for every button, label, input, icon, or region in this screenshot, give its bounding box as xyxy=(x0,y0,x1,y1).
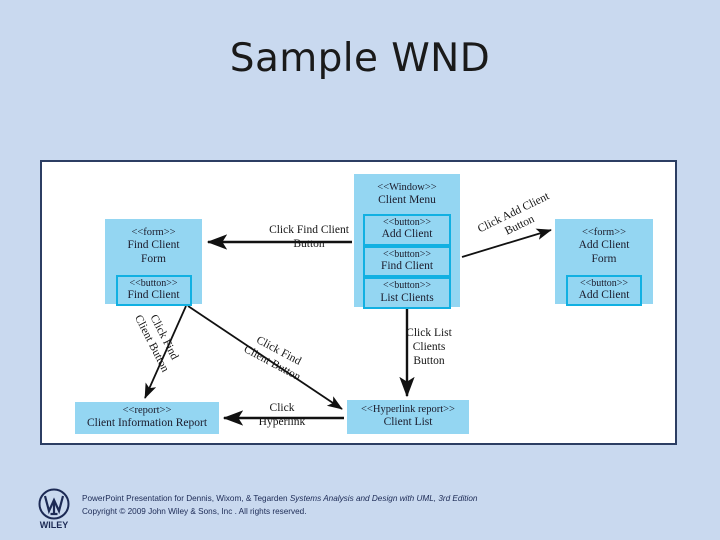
button-label: Find Client xyxy=(380,260,434,273)
edge-label-line1: Click List xyxy=(406,327,452,339)
button-find-client[interactable]: <<button>> Find Client xyxy=(363,245,451,278)
edge-label-line2: Hyperlink xyxy=(258,415,306,428)
edge-label-line1: Click xyxy=(269,402,295,414)
edge-label-line1: Click Find Client xyxy=(269,224,349,236)
footer-line-1-plain: PowerPoint Presentation for Dennis, Wixo… xyxy=(82,494,290,503)
node-name-line1: Client Menu xyxy=(378,194,436,207)
button-add-client[interactable]: <<button>> Add Client xyxy=(566,274,642,307)
button-add-client[interactable]: <<button>> Add Client xyxy=(363,213,451,246)
page-title: Sample WND xyxy=(229,36,491,81)
node-stereotype: <<Window>> xyxy=(377,182,437,193)
node-stereotype: <<form>> xyxy=(581,227,627,238)
node-client-menu[interactable]: <<Window>> Client Menu <<button>> Add Cl… xyxy=(354,174,460,310)
footer-line-1: PowerPoint Presentation for Dennis, Wixo… xyxy=(82,493,477,506)
footer-line-2: Copyright © 2009 John Wiley & Sons, Inc … xyxy=(82,506,307,516)
button-stereotype: <<button>> xyxy=(579,277,629,289)
footer-line-1-italic: Systems Analysis and Design with UML, 3r… xyxy=(289,494,478,503)
edge-label-click-find-client-button: Click Find Client Button xyxy=(254,224,364,252)
node-name-line2: Form xyxy=(141,252,166,265)
button-label: Find Client xyxy=(127,289,180,301)
diagram-frame: <<form>> Find Client Form <<button>> Fin… xyxy=(40,160,677,445)
diagram-edges xyxy=(144,228,552,426)
edge-label-line3: Button xyxy=(413,354,445,367)
node-client-information-report[interactable]: <<report>> Client Information Report xyxy=(75,402,219,434)
node-client-list[interactable]: <<Hyperlink report>> Client List xyxy=(347,400,469,434)
button-stereotype: <<button>> xyxy=(382,280,432,292)
node-name-line1: Client List xyxy=(383,416,433,429)
edge-click-add-client-button xyxy=(461,228,552,258)
diagram-canvas: <<form>> Find Client Form <<button>> Fin… xyxy=(42,162,675,443)
node-stereotype: <<form>> xyxy=(131,227,176,238)
button-label: Add Client xyxy=(381,228,433,241)
edge-click-find-client-button-to-list xyxy=(187,305,343,410)
edge-click-find-client-button-to-report xyxy=(144,305,187,399)
node-stereotype: <<Hyperlink report>> xyxy=(361,404,455,416)
wiley-logo-icon: WILEY xyxy=(38,488,70,530)
node-add-client-form[interactable]: <<form>> Add Client Form <<button>> Add … xyxy=(555,219,653,307)
button-find-client[interactable]: <<button>> Find Client xyxy=(115,274,192,307)
button-stereotype: <<button>> xyxy=(382,248,432,260)
node-name-line2: Form xyxy=(591,252,617,265)
button-stereotype: <<button>> xyxy=(129,277,178,289)
button-list-clients[interactable]: <<button>> List Clients xyxy=(363,277,451,310)
edge-label-click-hyperlink: Click Hyperlink xyxy=(227,402,337,430)
button-label: Add Client xyxy=(578,289,630,301)
node-name-line1: Add Client xyxy=(578,239,630,252)
button-label: List Clients xyxy=(380,291,434,304)
node-stereotype: <<report>> xyxy=(122,405,172,417)
button-stereotype: <<button>> xyxy=(382,216,432,228)
node-name-line1: Client Information Report xyxy=(86,417,208,430)
node-find-client-form[interactable]: <<form>> Find Client Form <<button>> Fin… xyxy=(105,219,202,307)
edge-label-click-list-clients-button: Click List Clients Button xyxy=(374,327,484,368)
footer-text: PowerPoint Presentation for Dennis, Wixo… xyxy=(82,487,477,518)
edge-label-line2: Button xyxy=(293,237,325,250)
footer: WILEY PowerPoint Presentation for Dennis… xyxy=(34,487,634,533)
node-name-line1: Find Client xyxy=(127,239,180,252)
edge-label-line2: Clients xyxy=(412,340,446,353)
wiley-logo: WILEY xyxy=(34,487,74,531)
wiley-logo-text: WILEY xyxy=(40,520,69,530)
